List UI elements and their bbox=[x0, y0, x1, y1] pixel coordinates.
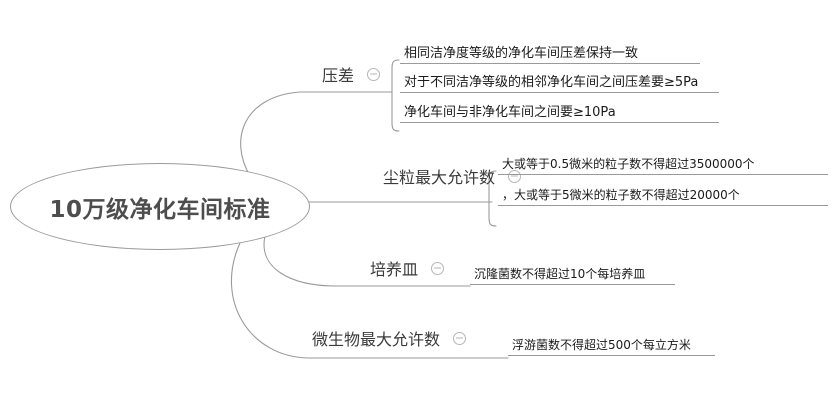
collapse-minus-circle-icon[interactable] bbox=[367, 67, 381, 81]
leaf-1-1-text: 相同洁净度等级的净化车间压差保持一致 bbox=[404, 46, 639, 61]
root-node-label: 10万级净化车间标准 bbox=[49, 196, 271, 223]
leaf-2-1-text: 大或等于0.5微米的粒子数不得超过3500000个 bbox=[502, 157, 755, 171]
leaf-2-2-text: ，大或等于5微米的粒子数不得超过20000个 bbox=[502, 188, 740, 202]
leaf-1-2-underline bbox=[400, 92, 719, 93]
leaf-2-1-underline bbox=[498, 174, 828, 175]
branch-2-head[interactable]: 尘粒最大允许数 bbox=[383, 164, 522, 188]
root-node[interactable]: 10万级净化车间标准 bbox=[10, 163, 310, 250]
leaf-1-2[interactable]: 对于不同洁净等级的相邻净化车间之间压差要≥5Pa bbox=[400, 71, 719, 93]
leaf-2-1[interactable]: 大或等于0.5微米的粒子数不得超过3500000个 bbox=[498, 155, 828, 175]
leaf-2-2-underline bbox=[498, 205, 828, 206]
wire-branch-1-bracket bbox=[391, 59, 400, 132]
collapse-minus-circle-icon[interactable] bbox=[508, 169, 522, 183]
leaf-1-2-text: 对于不同洁净等级的相邻净化车间之间压差要≥5Pa bbox=[404, 75, 699, 90]
collapse-minus-circle-icon[interactable] bbox=[453, 331, 467, 345]
wire-root-to-branch-1 bbox=[240, 91, 393, 177]
leaf-3-1[interactable]: 沉隆菌数不得超过10个每培养皿 bbox=[470, 265, 675, 285]
branch-4-head[interactable]: 微生物最大允许数 bbox=[312, 326, 467, 350]
leaf-1-3-underline bbox=[400, 122, 719, 123]
leaf-4-1-text: 浮游菌数不得超过500个每立方米 bbox=[512, 338, 691, 352]
leaf-3-1-text: 沉隆菌数不得超过10个每培养皿 bbox=[474, 267, 646, 281]
branch-4-label: 微生物最大允许数 bbox=[312, 330, 441, 349]
branch-3-label: 培养皿 bbox=[370, 260, 419, 279]
branch-3-head[interactable]: 培养皿 bbox=[370, 256, 445, 280]
leaf-1-1[interactable]: 相同洁净度等级的净化车间压差保持一致 bbox=[400, 42, 700, 64]
leaf-4-1[interactable]: 浮游菌数不得超过500个每立方米 bbox=[508, 336, 715, 356]
branch-1-head[interactable]: 压差 bbox=[322, 62, 381, 86]
leaf-1-1-underline bbox=[400, 63, 700, 64]
leaf-3-1-underline bbox=[470, 284, 675, 285]
branch-1-label: 压差 bbox=[322, 66, 355, 85]
branch-2-label: 尘粒最大允许数 bbox=[383, 168, 496, 187]
leaf-4-1-underline bbox=[508, 355, 715, 356]
leaf-1-3[interactable]: 净化车间与非净化车间之间要≥10Pa bbox=[400, 101, 719, 123]
leaf-1-3-text: 净化车间与非净化车间之间要≥10Pa bbox=[404, 105, 616, 120]
leaf-2-2[interactable]: ，大或等于5微米的粒子数不得超过20000个 bbox=[498, 186, 828, 206]
collapse-minus-circle-icon[interactable] bbox=[431, 261, 445, 275]
